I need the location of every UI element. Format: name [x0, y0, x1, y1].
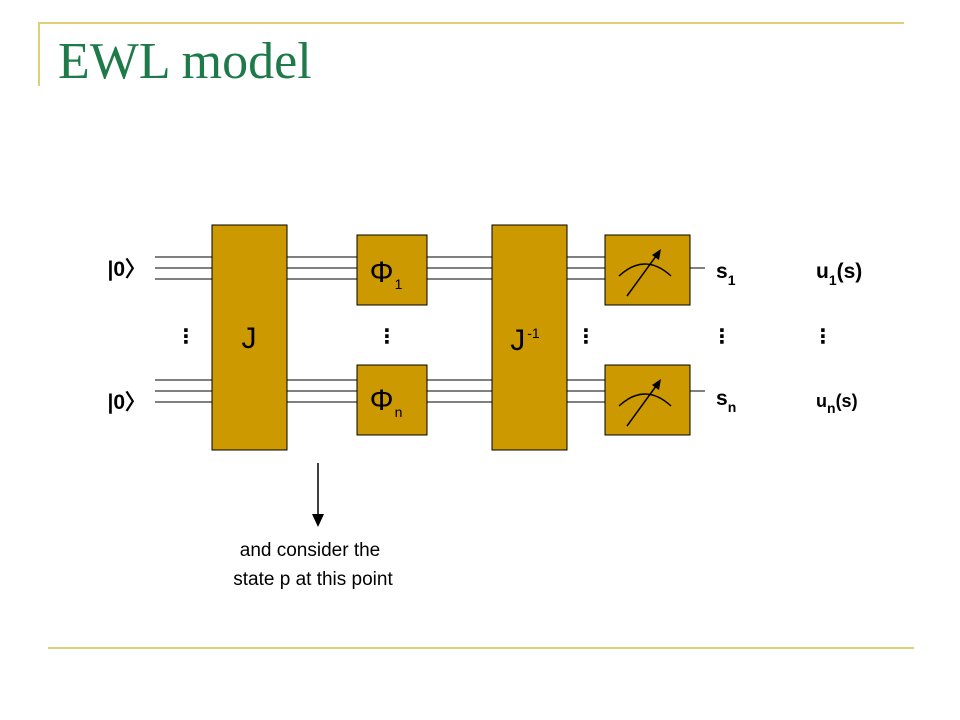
- gate-phi-n-label: Φn: [370, 384, 403, 420]
- bottom-rule: [48, 647, 914, 649]
- ellipsis-u: ⋮: [813, 326, 833, 348]
- input-ket-top: |0〉: [107, 257, 146, 281]
- gate-j: [211, 224, 288, 451]
- gate-j-inverse: [491, 224, 568, 451]
- annotation-line-2: state p at this point: [233, 569, 393, 590]
- output-s-n: sn: [716, 387, 736, 415]
- ellipsis-inputs: ⋮: [176, 326, 196, 348]
- meter-icon: [604, 234, 691, 306]
- arrow-head-icon: [312, 514, 324, 527]
- input-ket-bottom: |0〉: [107, 390, 146, 414]
- top-rule-vertical: [38, 22, 40, 86]
- ellipsis-phi: ⋮: [377, 326, 397, 348]
- output-s-1: s1: [716, 260, 736, 288]
- gate-phi-1-label: Φ1: [370, 256, 403, 292]
- top-rule-horizontal: [38, 22, 904, 24]
- slide-title: EWL model: [58, 33, 312, 90]
- output-u-1: u1(s): [816, 260, 862, 288]
- gate-phi-1: [356, 234, 428, 306]
- gate-j-label: J: [242, 322, 257, 355]
- meter-icon: [604, 364, 691, 436]
- annotation-line-1: and consider the: [240, 540, 381, 561]
- gate-phi-n: [356, 364, 428, 436]
- gate-j-inverse-label: J-1: [510, 324, 540, 357]
- output-u-n: un(s): [816, 391, 858, 416]
- ellipsis-measure: ⋮: [576, 326, 596, 348]
- ellipsis-s: ⋮: [712, 326, 732, 348]
